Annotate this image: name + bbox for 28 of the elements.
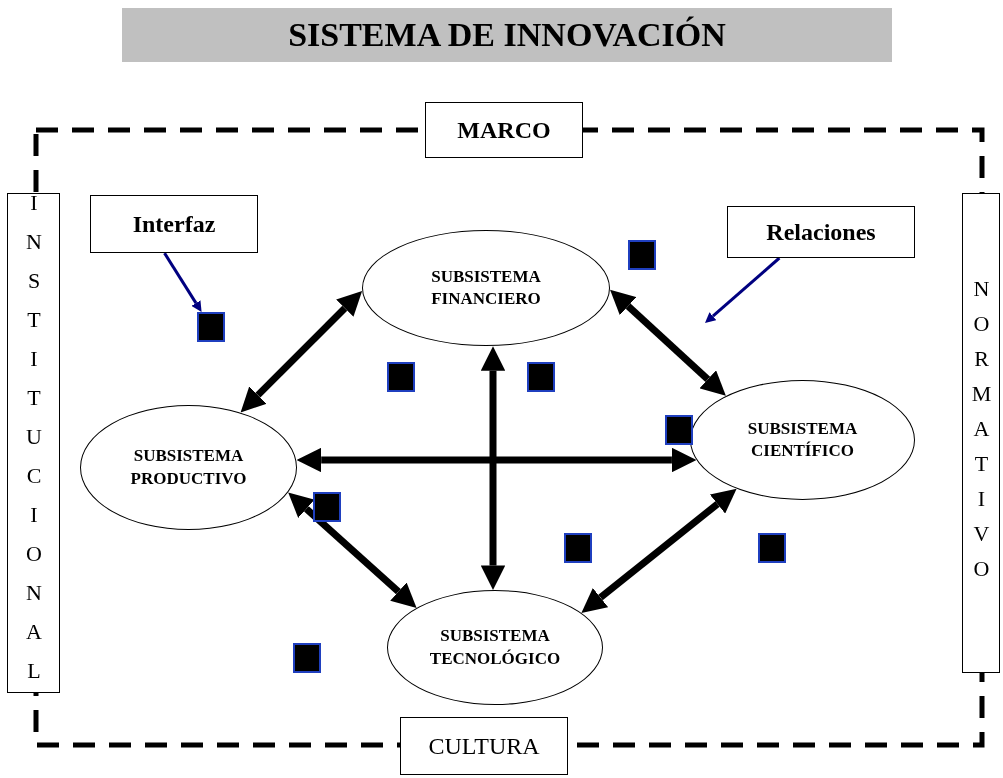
double-arrow (581, 488, 737, 613)
vertical-label-box: NORMATIVO (962, 193, 1000, 673)
interface-marker (387, 362, 415, 392)
title-banner: SISTEMA DE INNOVACIÓN (122, 8, 892, 62)
pointer-arrow (163, 252, 202, 312)
interface-marker (628, 240, 656, 270)
interface-marker (758, 533, 786, 563)
interface-marker (665, 415, 693, 445)
double-arrow (296, 447, 697, 473)
interface-marker (313, 492, 341, 522)
interface-marker (293, 643, 321, 673)
label-box: MARCO (425, 102, 583, 158)
vertical-label-box: INSTITUCIONAL (7, 193, 60, 693)
interface-marker (527, 362, 555, 392)
subsystem-ellipse: SUBSISTEMA PRODUCTIVO (80, 405, 297, 530)
double-arrow (480, 346, 506, 590)
label-box: Relaciones (727, 206, 915, 258)
double-arrow (288, 492, 417, 608)
label-box: Interfaz (90, 195, 258, 253)
interface-marker (564, 533, 592, 563)
label-box: CULTURA (400, 717, 568, 775)
double-arrow (610, 289, 726, 396)
pointer-arrow (705, 256, 781, 323)
subsystem-ellipse: SUBSISTEMA FINANCIERO (362, 230, 610, 346)
interface-marker (197, 312, 225, 342)
double-arrow (240, 290, 363, 413)
subsystem-ellipse: SUBSISTEMA CIENTÍFICO (690, 380, 915, 500)
subsystem-ellipse: SUBSISTEMA TECNOLÓGICO (387, 590, 603, 705)
